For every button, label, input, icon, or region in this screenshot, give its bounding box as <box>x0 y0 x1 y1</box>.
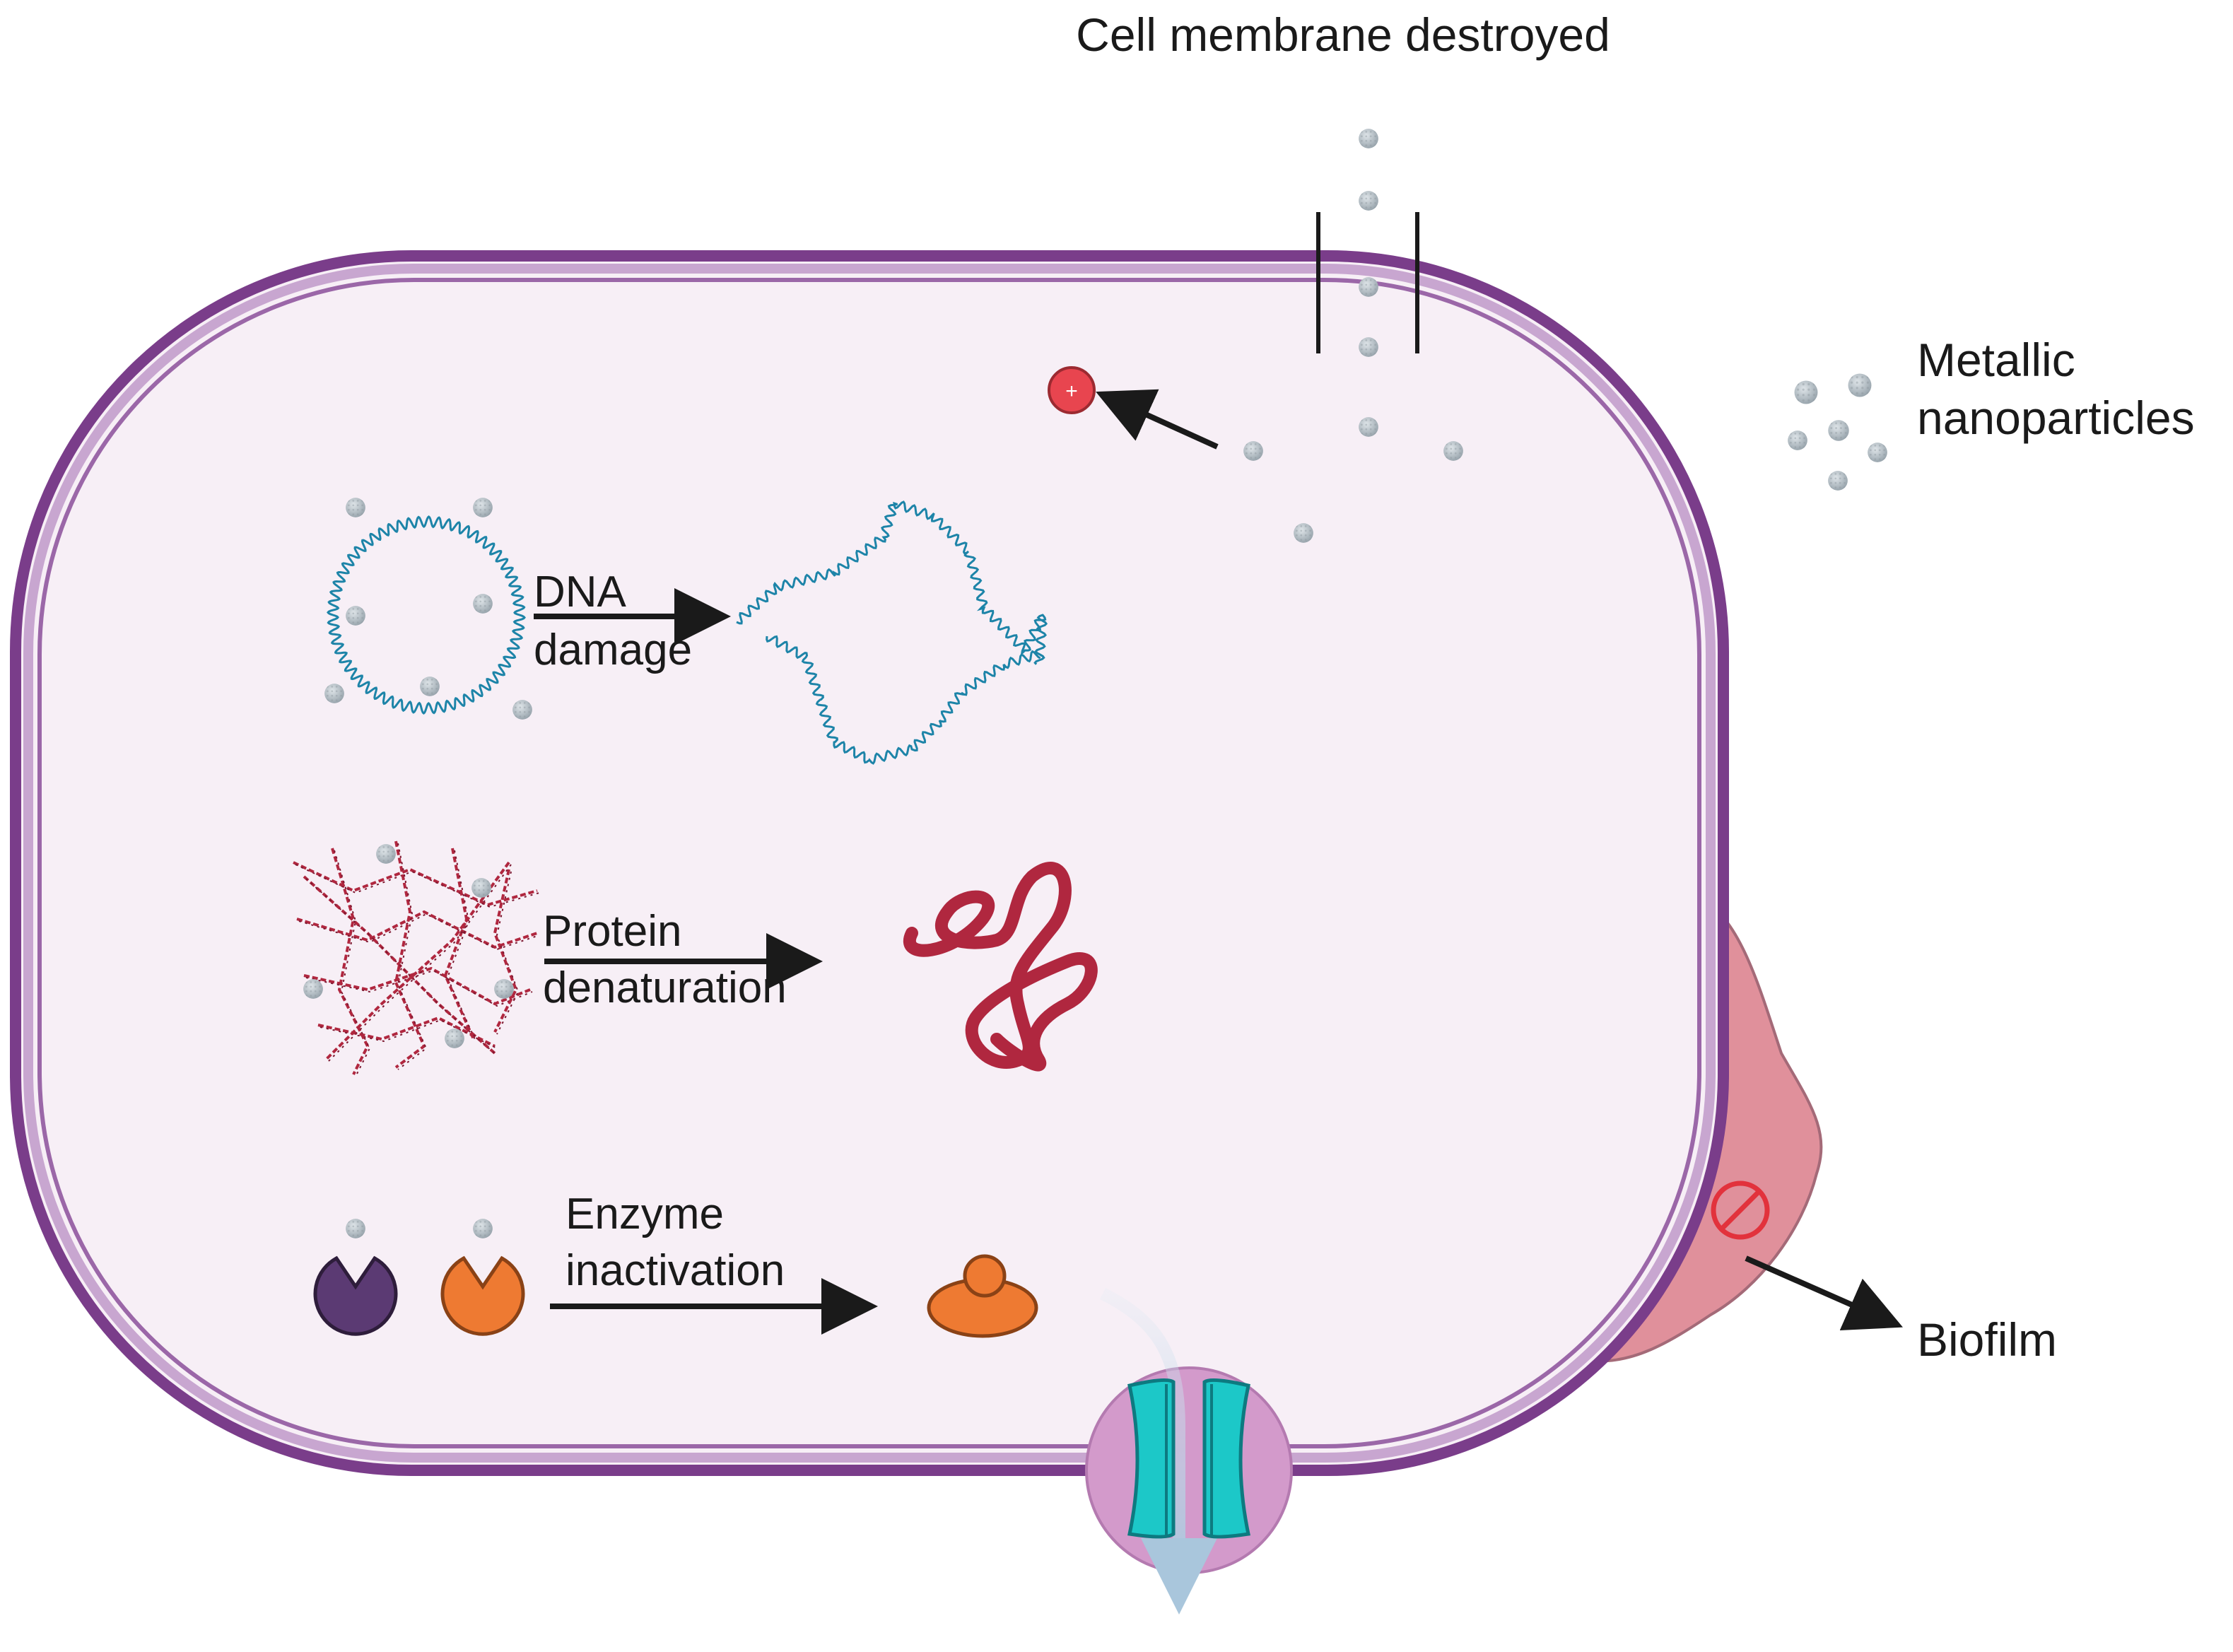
protein-strand <box>296 910 538 949</box>
nanoparticle-icon <box>445 1029 464 1048</box>
membrane-channel-icon <box>1127 1378 1250 1539</box>
inactivated-enzyme-icon <box>927 1254 1038 1338</box>
enzyme-label-line2: inactivation <box>565 1246 785 1295</box>
protein-strand <box>303 966 531 1006</box>
nanoparticle-icon <box>1794 380 1818 404</box>
protein-strand <box>295 864 540 908</box>
nanoparticle-icon <box>346 1219 365 1238</box>
protein-strand <box>446 850 476 1042</box>
protein-network-icon <box>293 840 540 1077</box>
enzyme-label-line1: Enzyme <box>565 1190 724 1238</box>
nanoparticle-icon <box>1828 471 1848 491</box>
dna-damage-section: DNA damage <box>324 498 1048 765</box>
nanoparticle-icon <box>1443 441 1463 461</box>
enzyme-icon <box>313 1255 398 1336</box>
nanoparticle-icon <box>1868 443 1887 462</box>
membrane-pore <box>1085 1366 1293 1574</box>
enzyme-icon <box>440 1255 525 1336</box>
protein-strand <box>298 913 540 951</box>
nanoparticle-icon <box>512 700 532 720</box>
nanoparticles-legend-cluster <box>1788 373 1887 491</box>
nanoparticle-icon <box>1359 337 1378 357</box>
protein-strand <box>496 871 520 1035</box>
dna-damage-label-line1: DNA <box>534 568 627 616</box>
cell-membrane-inner <box>37 278 1701 1448</box>
nanoparticle-icon <box>1788 430 1807 450</box>
protein-strand <box>305 878 498 1056</box>
ion-release-arrow <box>1096 389 1219 450</box>
biofilm-label: Biofilm <box>1917 1313 2057 1366</box>
protein-label-line2: denaturation <box>543 963 787 1012</box>
efflux-pump <box>1085 1287 1293 1615</box>
nanoparticle-icon <box>303 979 323 999</box>
nanoparticle-icon <box>473 498 493 517</box>
nanoparticle-icon <box>473 594 493 614</box>
biofilm-inhibition <box>1711 1181 1903 1331</box>
nanoparticle-icon <box>1359 191 1378 211</box>
membrane-destroyed-label: Cell membrane destroyed <box>1076 8 1610 61</box>
nanoparticle-icon <box>1294 523 1313 543</box>
protein-strand <box>443 848 475 1040</box>
nanoparticles-label-line1: Metallic <box>1917 334 2075 386</box>
nanoparticle-icon <box>471 878 491 898</box>
positive-ion-icon <box>1048 366 1096 414</box>
nanoparticle-icon <box>346 498 365 517</box>
bacterial-cell <box>10 250 1729 1476</box>
protein-denaturation-section: Protein denaturation <box>293 840 1098 1077</box>
positive-ion-symbol: + <box>1065 380 1078 403</box>
protein-strand <box>317 1016 496 1048</box>
protein-strand <box>493 869 518 1033</box>
cell-wall-outer <box>10 250 1729 1476</box>
protein-strand <box>293 861 538 907</box>
dna-damage-label-line2: damage <box>534 626 692 674</box>
enzyme-inactivation-section: Enzyme inactivation <box>313 1190 1038 1338</box>
nanoparticle-icon <box>420 676 440 696</box>
nanoparticle-icon <box>494 979 514 999</box>
nanoparticles-label-line2: nanoparticles <box>1917 392 2195 444</box>
biofilm-arrow <box>1745 1255 1903 1331</box>
protein-strand <box>324 861 510 1062</box>
protein-label-line1: Protein <box>543 907 681 956</box>
membrane-disruption <box>1316 212 1419 353</box>
nanoparticle-icon <box>1243 441 1263 461</box>
nanoparticle-icon <box>1359 277 1378 297</box>
nanoparticle-icon <box>324 684 344 703</box>
nanoparticle-icon <box>1828 420 1849 441</box>
circular-dna-icon <box>327 515 526 715</box>
denatured-protein-icon <box>903 862 1098 1072</box>
nanoparticle-icon <box>376 844 396 864</box>
nanoparticle-icon <box>346 606 365 626</box>
efflux-arrow <box>1099 1287 1217 1615</box>
nanoparticle-icon <box>1848 373 1872 397</box>
nanoparticle-icon <box>473 1219 493 1238</box>
nanoparticle-icon <box>1359 129 1378 148</box>
cell-wall-middle <box>23 264 1716 1463</box>
ion-release: + <box>1048 366 1219 450</box>
fragmented-dna-icon <box>766 635 1041 765</box>
fragmented-dna-icon <box>736 500 1048 665</box>
protein-strand <box>394 840 426 1069</box>
inhibition-icon <box>1711 1181 1770 1240</box>
protein-strand <box>331 848 370 1075</box>
nanoparticle-icon <box>1359 417 1378 437</box>
